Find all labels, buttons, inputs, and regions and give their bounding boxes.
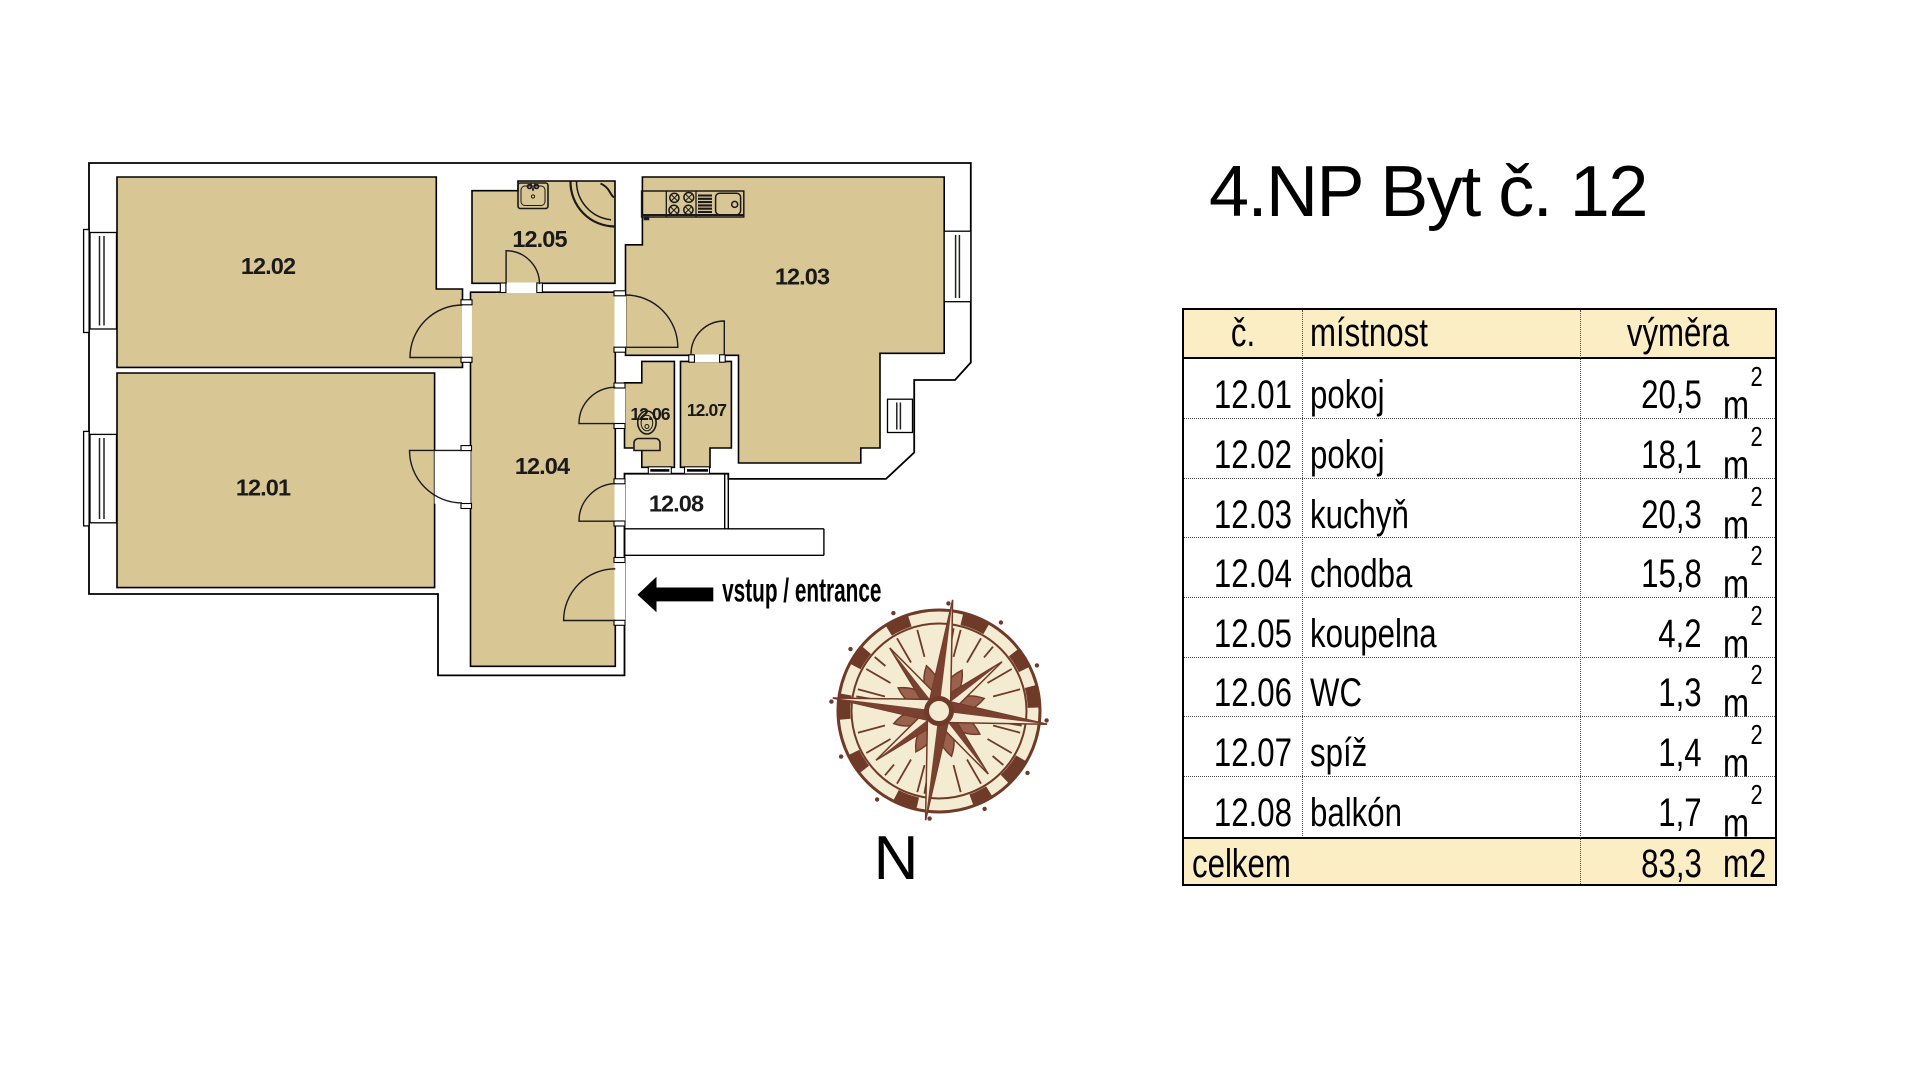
svg-text:12.05: 12.05 xyxy=(512,226,567,252)
svg-text:12.02: 12.02 xyxy=(241,253,296,279)
svg-text:N: N xyxy=(874,824,919,893)
svg-text:12.04: 12.04 xyxy=(515,453,570,479)
svg-text:12.03: 12.03 xyxy=(775,264,830,290)
svg-text:vstup / entrance: vstup / entrance xyxy=(722,572,881,609)
svg-text:12.06: 12.06 xyxy=(630,404,670,424)
svg-text:12.07: 12.07 xyxy=(687,400,726,420)
svg-text:12.08: 12.08 xyxy=(649,491,704,517)
svg-text:12.01: 12.01 xyxy=(236,475,291,501)
